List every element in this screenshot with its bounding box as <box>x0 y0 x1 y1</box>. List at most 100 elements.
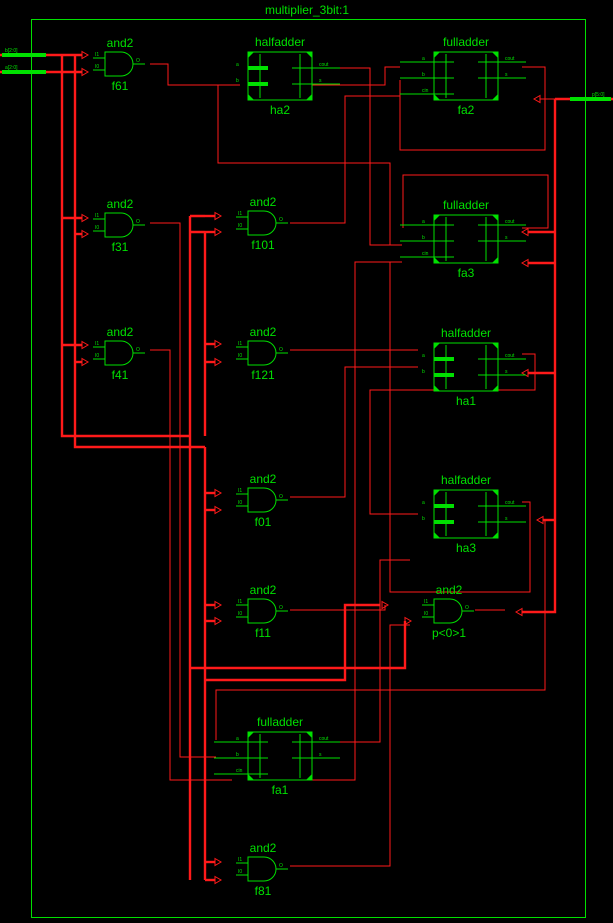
block-corner <box>306 52 312 58</box>
gate-instance-label: p<0>1 <box>432 626 466 640</box>
net-wire <box>215 520 546 740</box>
pin-arrow <box>214 339 222 349</box>
block-corner <box>248 774 254 780</box>
block-corner <box>434 385 440 391</box>
block-type-label: fulladder <box>443 35 489 49</box>
pin-arrow <box>81 357 89 367</box>
gate-pin-label: O <box>279 863 283 869</box>
net-wire <box>290 605 386 611</box>
gate-instance-label: f121 <box>251 368 275 382</box>
gate-pin-label: I1 <box>95 213 99 219</box>
block-instance-label: ha2 <box>270 103 290 117</box>
pin-arrow <box>214 357 222 367</box>
gate-instance-label: f01 <box>255 515 272 529</box>
gate-type-label: and2 <box>250 583 277 597</box>
gate-pin-label: I1 <box>424 599 428 605</box>
and-gate-body <box>104 340 134 366</box>
gate-pin-label: O <box>465 605 469 611</box>
block-body <box>433 342 499 392</box>
block-corner <box>306 774 312 780</box>
gate-pin-label: I1 <box>95 341 99 347</box>
bus-wire <box>205 603 380 682</box>
block-pin-label: cout <box>505 219 515 225</box>
pin-arrow <box>214 227 222 237</box>
gate-pin-label: O <box>279 347 283 353</box>
block-corner <box>248 94 254 100</box>
block-instance-label: fa2 <box>458 103 475 117</box>
bus-wire <box>190 214 205 234</box>
block-pin-label: b <box>236 78 239 84</box>
block-pin-label: a <box>236 62 239 68</box>
gate-type-label: and2 <box>436 583 463 597</box>
module-title: multiplier_3bit:1 <box>265 3 349 17</box>
ports-layer: b[2:0]a[2:0]p[5:0] <box>2 48 611 101</box>
net-wire <box>305 559 410 743</box>
gate-pin-label: I0 <box>424 611 428 617</box>
block-pin-label: b <box>422 72 425 78</box>
gate-instance-label: f11 <box>255 626 271 640</box>
pin-arrow <box>515 607 523 617</box>
block-corner <box>492 52 498 58</box>
gate-type-label: and2 <box>107 36 134 50</box>
gate-pin-label: I1 <box>238 341 242 347</box>
block-pin-label: cin <box>236 768 243 774</box>
net-wire <box>150 63 402 246</box>
net-wire <box>290 624 410 867</box>
pin-arrow <box>404 616 412 626</box>
pin-arrow <box>214 211 222 221</box>
gate-pin-label: I1 <box>238 488 242 494</box>
gate-pin-label: I1 <box>238 211 242 217</box>
gate-pin-label: I1 <box>238 599 242 605</box>
block-instance-label: ha3 <box>456 541 476 555</box>
block-pin-label: a <box>422 353 425 359</box>
block-corner <box>492 257 498 263</box>
gate-pin-label: O <box>279 605 283 611</box>
block-pin-label: s <box>505 516 508 522</box>
bus-wire <box>522 99 557 614</box>
pin-arrow <box>81 50 89 60</box>
block-corner <box>492 532 498 538</box>
gate-pin-label: I1 <box>95 52 99 58</box>
block-corner <box>306 94 312 100</box>
pin-arrow <box>214 488 222 498</box>
block-corner <box>434 215 440 221</box>
gate-instance-label: f31 <box>112 240 129 254</box>
gate-type-label: and2 <box>250 325 277 339</box>
block-body <box>433 489 499 539</box>
and-gate-body <box>247 598 277 624</box>
block-pin-label: s <box>505 72 508 78</box>
net-wire <box>399 66 546 151</box>
block-corner <box>306 732 312 738</box>
block-pin-label: a <box>422 219 425 225</box>
block-pin-label: s <box>319 78 322 84</box>
block-type-label: halfadder <box>255 35 305 49</box>
bus-wire <box>73 55 205 449</box>
gate-instance-label: f41 <box>112 368 129 382</box>
gate-pin-label: I0 <box>95 64 99 70</box>
components-layer: and2I1I0Of61and2I1I0Of31and2I1I0Of41and2… <box>93 35 526 898</box>
block-type-label: halfadder <box>441 473 491 487</box>
block-type-label: halfadder <box>441 326 491 340</box>
wires-layer <box>0 50 613 885</box>
gate-type-label: and2 <box>250 841 277 855</box>
and-gate-body <box>104 212 134 238</box>
gate-pin-label: I1 <box>238 857 242 863</box>
block-corner <box>492 94 498 100</box>
module-outline <box>31 19 586 918</box>
block-corner <box>434 532 440 538</box>
bus-wire <box>60 55 190 438</box>
block-corner <box>492 215 498 221</box>
block-corner <box>492 385 498 391</box>
gate-pin-label: I0 <box>238 223 242 229</box>
